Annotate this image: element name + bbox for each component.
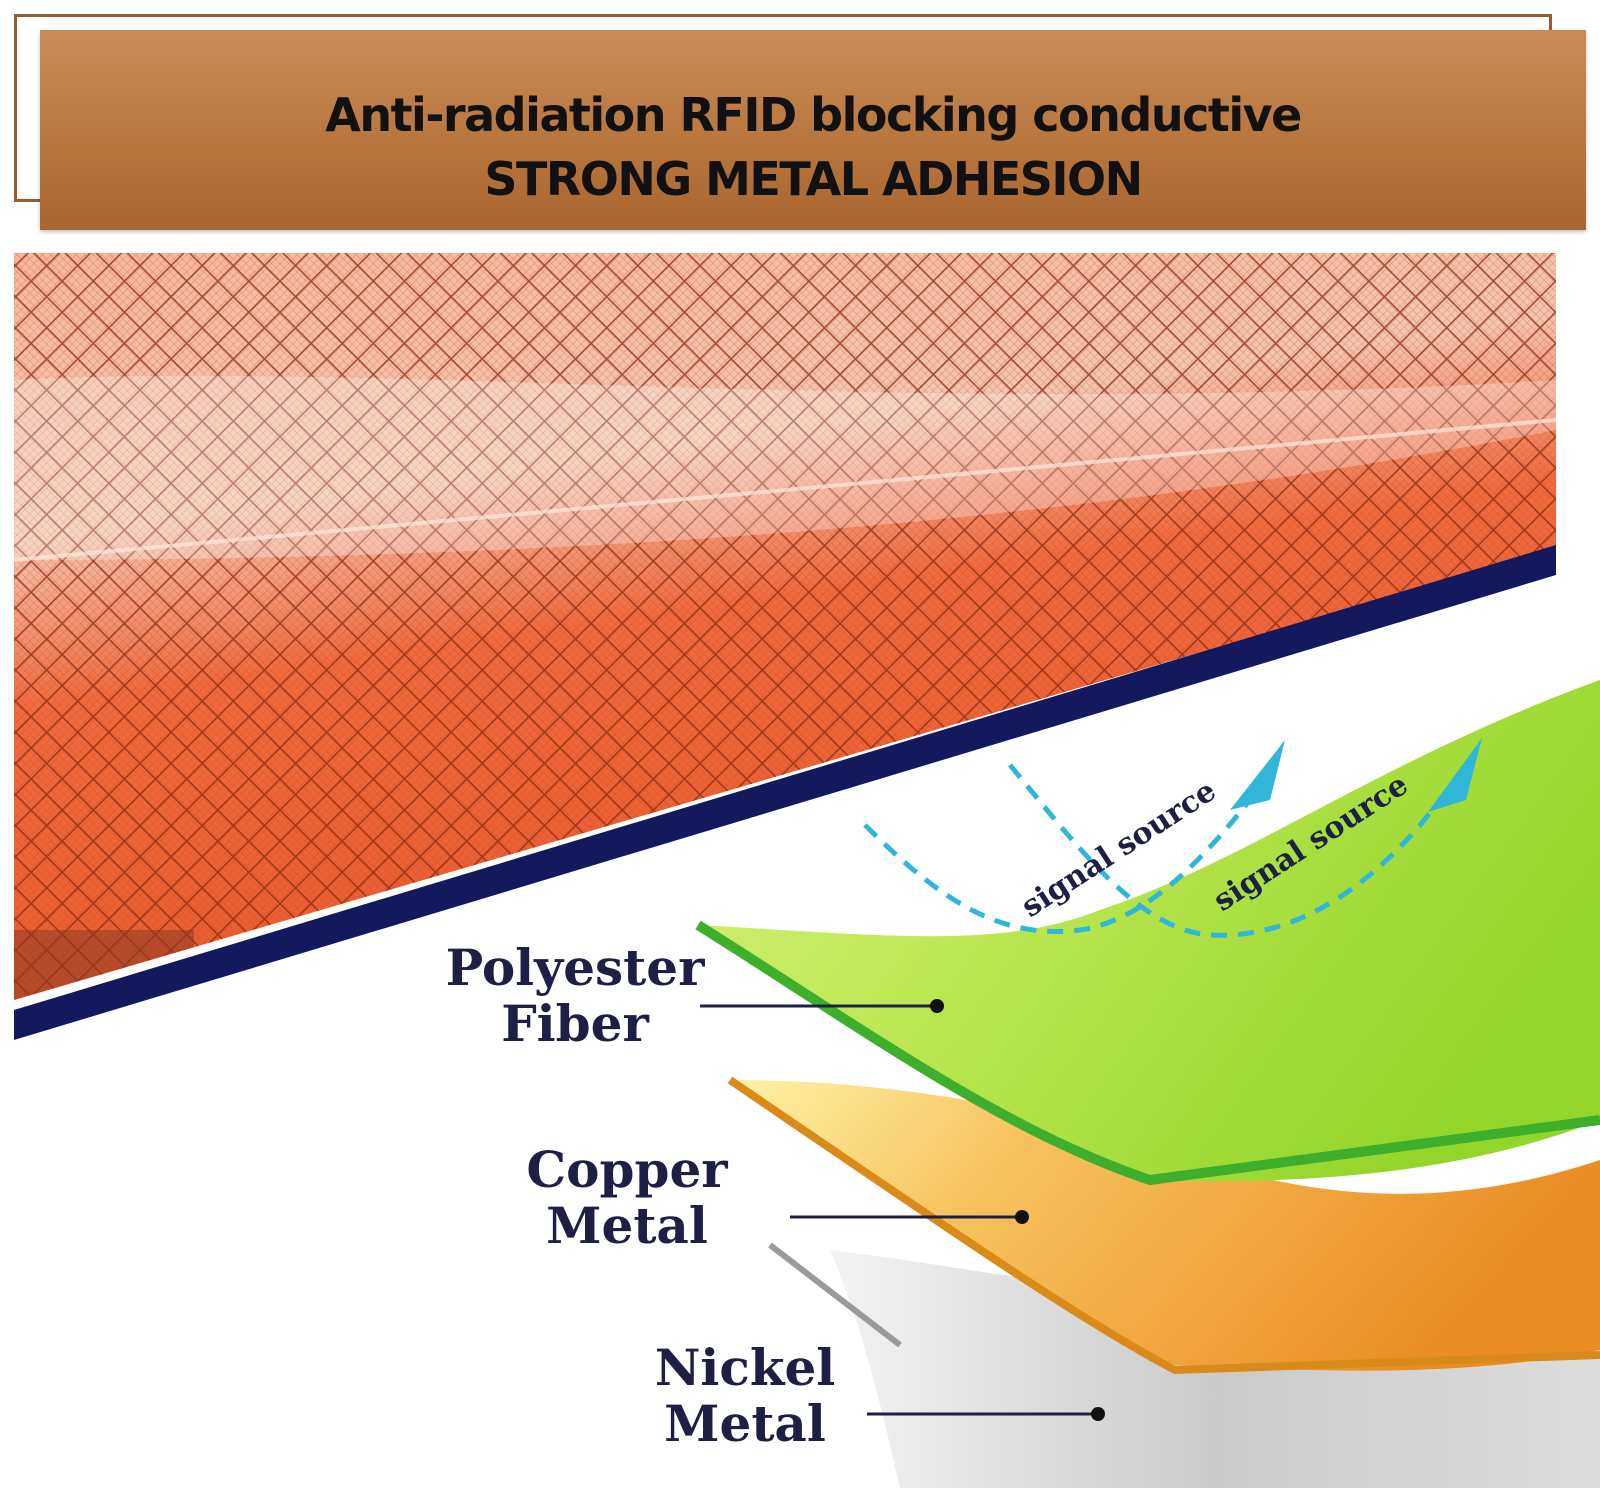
signal-arrowhead-right: [1428, 738, 1482, 812]
layer-label-polyester: Polyester Fiber: [440, 940, 710, 1052]
banner-title-line-1: Anti-radiation RFID blocking conductive: [325, 88, 1302, 142]
layer-label-copper-line1: Copper: [526, 1140, 728, 1199]
signal-arrowhead-left: [1230, 740, 1285, 810]
leader-line-copper: [790, 1210, 1029, 1224]
leader-line-polyester: [700, 999, 944, 1013]
leader-line-nickel: [867, 1407, 1105, 1421]
layer-label-nickel-line1: Nickel: [654, 1338, 836, 1397]
diagonal-divider: [14, 545, 1556, 1040]
signal-arrow-left: [863, 798, 1252, 934]
layer-label-copper-line2: Metal: [546, 1196, 708, 1255]
layer-label-nickel: Nickel Metal: [640, 1340, 850, 1452]
copper-edge: [727, 1076, 1600, 1375]
polyester-edge: [695, 920, 1600, 1186]
nickel-edge: [768, 1242, 902, 1348]
layer-label-polyester-line2: Fiber: [501, 994, 649, 1053]
polyester-layer: [698, 680, 1600, 1182]
copper-layer: [730, 1080, 1600, 1371]
layer-label-polyester-line1: Polyester: [445, 938, 705, 997]
layer-label-copper: Copper Metal: [512, 1142, 742, 1254]
banner-title-line-2: STRONG METAL ADHESION: [484, 152, 1143, 206]
title-banner: Anti-radiation RFID blocking conductive …: [40, 30, 1586, 230]
layer-label-nickel-line2: Metal: [664, 1394, 826, 1453]
